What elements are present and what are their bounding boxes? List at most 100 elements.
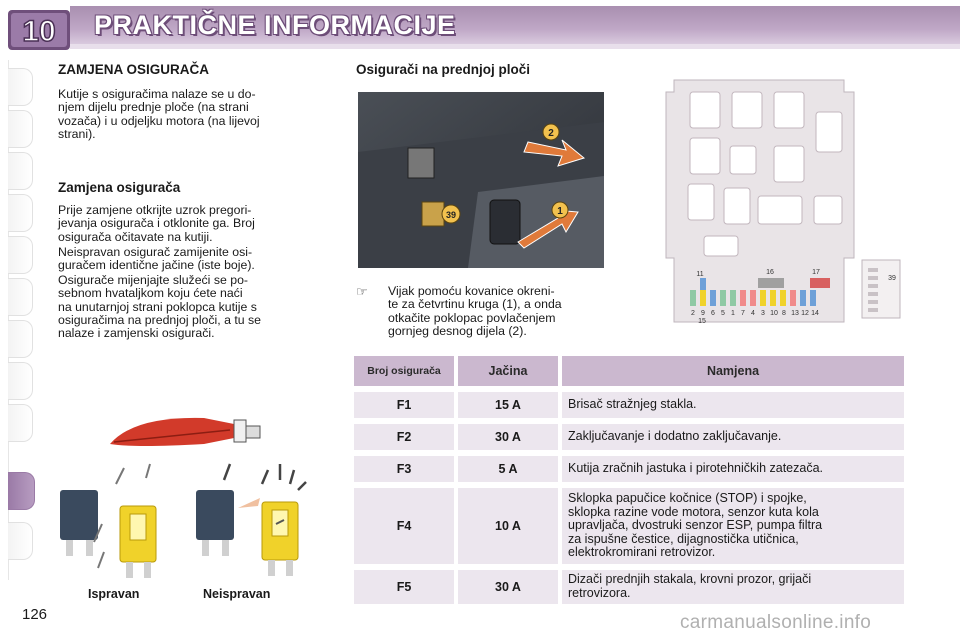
para-line: jevanja osigurača i otklonite ga. Broj [58, 216, 255, 231]
caption-good-fuse: Ispravan [88, 587, 140, 601]
chapter-tab-4[interactable] [8, 194, 33, 232]
diagram-label: 11 [696, 271, 703, 278]
hand-pointer-icon: ☞ [356, 284, 368, 299]
intro-line: njem dijelu prednje ploče (na strani [58, 100, 249, 115]
instruction-line: Vijak pomoću kovanice okreni- [388, 284, 555, 298]
purpose-line: retrovizora. [568, 586, 631, 600]
good-fuse-yellow-icon [119, 505, 157, 578]
chapter-tab-2[interactable] [8, 110, 33, 148]
diagram-label: 12 [801, 310, 809, 317]
chapter-badge: 10 [8, 10, 70, 50]
paragraph-same-rating: Neispravan osigurač zamijenite osi- gura… [58, 245, 308, 273]
cell-fuse-number: F3 [354, 456, 454, 482]
header-rating: Jačina [458, 356, 558, 386]
purpose-line: Brisač stražnjeg stakla. [568, 397, 697, 412]
cell-purpose: Dizači prednjih stakala, krovni prozor, … [562, 570, 904, 604]
subsection-title: Zamjena osigurača [58, 180, 181, 195]
pull-arrow-icon [523, 139, 586, 167]
purpose-line: za ispušne čestice, dijagnostička utični… [568, 531, 799, 546]
header-purpose: Namjena [562, 356, 904, 386]
instruction-line: gornjeg desnog dijela (2). [388, 323, 527, 338]
guide-lines [93, 463, 151, 569]
header-fuse-number: Broj osigurača [354, 356, 454, 386]
paragraph-cause: Prije zamjene otkrijte uzrok pregori- je… [58, 203, 308, 244]
cell-rating: 30 A [458, 570, 558, 604]
diagram-label: 7 [741, 310, 745, 317]
paragraph-tool: Osigurače mijenjajte služeći se po- sebn… [58, 273, 308, 341]
table-row: F2 30 A Zaključavanje i dodatno zaključa… [354, 424, 904, 450]
instruction-line: te za četvrtinu kruga (1), a onda [388, 297, 562, 312]
fusebox-diagram: 11 16 17 2 9 6 5 1 7 4 3 10 8 13 12 14 1… [665, 79, 901, 325]
section-title-dashboard-fuses: Osigurači na prednjoj ploči [356, 62, 531, 77]
purpose-line: Dizači prednjih stakala, krovni prozor, … [568, 572, 812, 587]
page-number: 126 [22, 606, 48, 623]
chapter-tab-3[interactable] [8, 152, 33, 190]
watermark: carmanualsonline.info [680, 612, 872, 633]
table-row: F3 5 A Kutija zračnih jastuka i pirotehn… [354, 456, 904, 482]
cell-purpose: Zaključavanje i dodatno zaključavanje. [562, 424, 904, 450]
para-line: Osigurače mijenjajte služeći se po- [58, 273, 249, 287]
diagram-label: 17 [812, 269, 820, 276]
purpose-line: upravljača, dvostruki senzor ESP, pumpa … [568, 518, 823, 533]
table-header-row: Broj osigurača Jačina Namjena [354, 356, 904, 386]
para-line: Neispravan osigurač zamijenite osi- [58, 245, 253, 259]
cell-fuse-number: F2 [354, 424, 454, 450]
diagram-label: 5 [721, 310, 725, 317]
diagram-label: 8 [782, 310, 786, 317]
purpose-line: Zaključavanje i dodatno zaključavanje. [568, 429, 782, 444]
intro-line: vozača) i u odjeljku motora (na lijevoj [58, 113, 260, 128]
table-row: F4 10 A Sklopka papučice kočnice (STOP) … [354, 488, 904, 564]
chapter-tabs [0, 60, 35, 580]
para-line: osigurača očitavate na kutiji. [58, 229, 213, 244]
cell-rating: 5 A [458, 456, 558, 482]
page-title: PRAKTIČNE INFORMACIJE [94, 10, 456, 40]
diagram-label: 10 [770, 310, 778, 317]
chapter-tab-9[interactable] [8, 404, 33, 442]
chapter-tab-1[interactable] [8, 68, 33, 106]
blown-fuse-dark-icon [196, 490, 234, 556]
diagram-label: 14 [811, 310, 819, 317]
chapter-tab-5[interactable] [8, 236, 33, 274]
blown-fuse-yellow-icon [261, 501, 299, 576]
chapter-tab-10-active[interactable] [8, 472, 35, 510]
purpose-line: sklopka razine vode motora, senzor kuta … [568, 504, 819, 519]
chapter-tab-8[interactable] [8, 362, 33, 400]
diagram-label: 6 [711, 310, 715, 317]
purpose-line: Sklopka papučice kočnice (STOP) i spojke… [568, 491, 807, 506]
instruction-paragraph: Vijak pomoću kovanice okreni- te za četv… [388, 284, 604, 338]
diagram-label: 39 [888, 275, 896, 282]
diagram-label: 13 [791, 310, 799, 317]
chapter-tab-11[interactable] [8, 522, 33, 560]
intro-line: strani). [58, 126, 96, 141]
diagram-label: 3 [761, 310, 765, 317]
para-line: nalaze i zamjenski osigurači. [58, 326, 215, 341]
chapter-tab-6[interactable] [8, 278, 33, 316]
callout-39: 39 [446, 210, 456, 220]
fuse-slots [690, 278, 830, 306]
section-title-fuse-replacement: ZAMJENA OSIGURAČA [58, 62, 210, 77]
intro-paragraph: Kutije s osiguračima nalaze se u do- nje… [58, 87, 308, 141]
chapter-tab-7[interactable] [8, 320, 33, 358]
para-line: sebnom hvataljkom koju ćete naći [58, 286, 243, 301]
header-band [70, 6, 960, 49]
cell-rating: 15 A [458, 392, 558, 418]
para-line: na unutarnjoj strani poklopca kutije s [58, 299, 257, 314]
chapter-number: 10 [22, 15, 55, 48]
spark-lines [222, 463, 307, 491]
fuse-illustration [60, 417, 307, 578]
para-line: guračem identične jačine (iste boje). [58, 258, 255, 273]
cell-purpose: Sklopka papučice kočnice (STOP) i spojke… [562, 488, 904, 564]
cell-purpose: Kutija zračnih jastuka i pirotehničkih z… [562, 456, 904, 482]
diagram-label: 15 [698, 318, 706, 325]
cell-fuse-number: F1 [354, 392, 454, 418]
instruction-line: otkačite poklopac povlačenjem [388, 310, 556, 325]
diagram-label: 9 [701, 310, 705, 317]
cell-purpose: Brisač stražnjeg stakla. [562, 392, 904, 418]
cell-fuse-number: F4 [354, 488, 454, 564]
blown-fuse-arrow-icon [238, 498, 260, 508]
diagram-label: 4 [751, 310, 755, 317]
callout-1: 1 [557, 206, 563, 217]
diagram-label: 2 [691, 310, 695, 317]
cell-rating: 10 A [458, 488, 558, 564]
good-fuse-dark-icon [60, 490, 98, 556]
